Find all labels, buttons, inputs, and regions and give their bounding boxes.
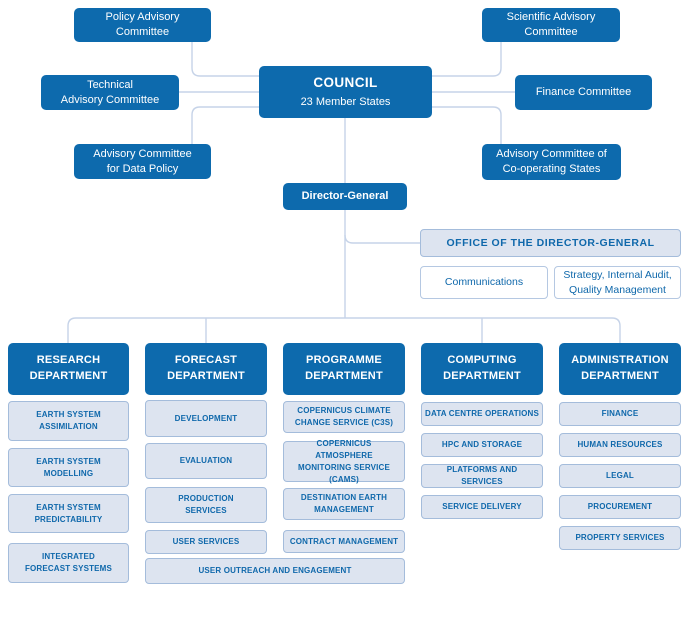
director-general-box: Director-General <box>283 183 407 210</box>
connector-scientific-council <box>432 42 502 77</box>
committee-cooperating-states: Advisory Committee of Co-operating State… <box>482 144 621 180</box>
department-computing: COMPUTING DEPARTMENT <box>421 343 543 395</box>
unit-hpc-and-storage: HPC AND STORAGE <box>421 433 543 457</box>
connector-datapolicy-council <box>191 106 259 144</box>
unit-copernicus-cams: COPERNICUS ATMOSPHERE MONITORING SERVICE… <box>283 439 405 484</box>
unit-human-resources: HUMAN RESOURCES <box>559 433 681 457</box>
connector-cooperating-council <box>432 106 502 144</box>
department-administration: ADMINISTRATION DEPARTMENT <box>559 343 681 395</box>
unit-finance: FINANCE <box>559 402 681 426</box>
unit-user-services: USER SERVICES <box>145 530 267 554</box>
unit-platforms-and-services: PLATFORMS AND SERVICES <box>421 464 543 488</box>
committee-scientific-advisory: Scientific Advisory Committee <box>482 8 620 42</box>
connector-policy-council <box>191 42 259 77</box>
unit-service-delivery: SERVICE DELIVERY <box>421 495 543 519</box>
unit-production-services: PRODUCTION SERVICES <box>145 487 267 523</box>
unit-development: DEVELOPMENT <box>145 400 267 437</box>
council-box: COUNCIL 23 Member States <box>259 66 432 118</box>
council-subtitle: 23 Member States <box>300 96 391 109</box>
unit-earth-system-assimilation: EARTH SYSTEM ASSIMILATION <box>8 401 129 441</box>
committee-policy-advisory: Policy Advisory Committee <box>74 8 211 42</box>
council-title: COUNCIL <box>313 75 378 91</box>
committee-data-policy: Advisory Committee for Data Policy <box>74 144 211 179</box>
unit-property-services: PROPERTY SERVICES <box>559 526 681 550</box>
office-unit-communications: Communications <box>420 266 548 299</box>
committee-technical-advisory: Technical Advisory Committee <box>41 75 179 110</box>
connector-dg-office <box>344 234 420 244</box>
office-unit-strategy-audit-quality: Strategy, Internal Audit, Quality Manage… <box>554 266 681 299</box>
unit-integrated-forecast-systems: INTEGRATED FORECAST SYSTEMS <box>8 543 129 583</box>
department-programme: PROGRAMME DEPARTMENT <box>283 343 405 395</box>
unit-earth-system-predictability: EARTH SYSTEM PREDICTABILITY <box>8 494 129 533</box>
unit-legal: LEGAL <box>559 464 681 488</box>
department-research: RESEARCH DEPARTMENT <box>8 343 129 395</box>
unit-user-outreach-and-engagement: USER OUTREACH AND ENGAGEMENT <box>145 558 405 584</box>
unit-destination-earth-management: DESTINATION EARTH MANAGEMENT <box>283 488 405 520</box>
unit-earth-system-modelling: EARTH SYSTEM MODELLING <box>8 448 129 487</box>
unit-contract-management: CONTRACT MANAGEMENT <box>283 530 405 553</box>
department-forecast: FORECAST DEPARTMENT <box>145 343 267 395</box>
office-of-director-general-box: OFFICE OF THE DIRECTOR-GENERAL <box>420 229 681 257</box>
unit-data-centre-operations: DATA CENTRE OPERATIONS <box>421 402 543 426</box>
connector-department-bus <box>67 317 621 343</box>
unit-evaluation: EVALUATION <box>145 443 267 479</box>
committee-finance: Finance Committee <box>515 75 652 110</box>
unit-procurement: PROCUREMENT <box>559 495 681 519</box>
unit-copernicus-c3s: COPERNICUS CLIMATE CHANGE SERVICE (C3S) <box>283 401 405 433</box>
